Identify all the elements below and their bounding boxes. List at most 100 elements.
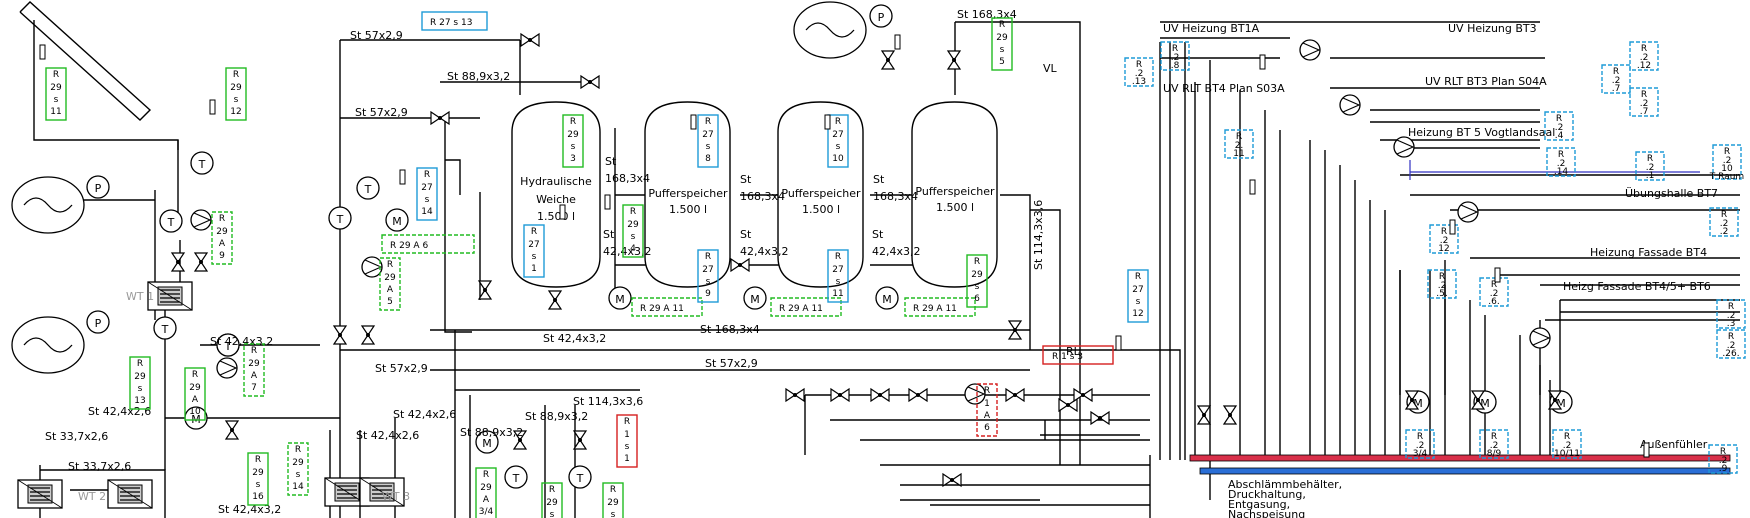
right-tag-t_2_13 xyxy=(1124,57,1154,87)
green-tag-3-line: 29 xyxy=(134,372,146,382)
right-tag-t_2_12a-r: R xyxy=(1641,44,1647,54)
temp-sensor-4 xyxy=(604,194,611,210)
green-tag-7-line: 29 xyxy=(292,458,304,468)
thermometer-2 xyxy=(328,206,352,230)
red-tag-r1s1-line: s xyxy=(625,442,630,452)
right-tag-t_2_11-line: 2. xyxy=(1235,141,1244,151)
valve-h-5-dot xyxy=(878,393,882,397)
blue-tag-1-line: 27 xyxy=(528,240,539,250)
valve-h-4-b xyxy=(838,387,850,403)
valve-v-3 xyxy=(360,325,376,337)
pipe-vl-main xyxy=(1030,209,1061,465)
red-tag-r1s1-line: 1 xyxy=(624,430,630,440)
hydraulic-title-2: Weiche xyxy=(536,193,576,206)
green-tag-10 xyxy=(622,204,644,258)
blue-tag-1-r: R xyxy=(531,227,537,237)
valve-v-9-dot xyxy=(952,58,956,62)
green-inline-text-0: R 29 A 6 xyxy=(390,241,428,251)
blue-tag-0-line: 27 xyxy=(421,183,432,193)
wt3-label: WT 3 xyxy=(382,490,410,503)
green-tag-11-line: s xyxy=(975,282,980,292)
pipe-rl-main xyxy=(1030,349,1181,460)
right-tag-t_2_13-r: R xyxy=(1136,60,1142,70)
red-tag-r1s1 xyxy=(616,414,638,468)
pipe-33 xyxy=(40,469,166,518)
right-tag-t_2_6-r: R xyxy=(1491,280,1497,290)
right-tag-t_2_10-line: T Raum xyxy=(1709,172,1744,182)
valve-h-3-dot xyxy=(793,393,797,397)
right-tag-t_2_12b-line: .2 xyxy=(1440,236,1449,246)
blue-tag-6-line: 12 xyxy=(1132,309,1143,319)
valve-v-2-dot xyxy=(338,333,342,337)
outdoor-sensor-label: Außenfühler xyxy=(1640,438,1708,451)
motor-7-label: M xyxy=(1480,397,1490,410)
green-tag-7-line: 14 xyxy=(292,482,304,492)
temp-sensor-0 xyxy=(39,44,46,60)
pipe-label-0: St 57x2,9 xyxy=(350,29,403,42)
temp-sensor-6 xyxy=(824,114,831,130)
valve-h-0 xyxy=(520,32,532,48)
blue-tag-1-line: 1 xyxy=(531,264,537,274)
valve-v-8 xyxy=(572,430,588,442)
motor-6-label: M xyxy=(1413,397,1423,410)
right-tag-t_a_1011-r: R xyxy=(1564,432,1570,442)
green-inline-tag-3 xyxy=(904,297,976,317)
thermometer-1 xyxy=(159,209,183,233)
blue-tag-4 xyxy=(827,114,849,168)
green-tag-5-line: 7 xyxy=(251,383,257,393)
right-tag-t_2_1 xyxy=(1635,151,1665,181)
pipe-label-23: St 42,4x2,6 xyxy=(356,429,419,442)
motor-0-label: M xyxy=(392,215,402,228)
motor-2 xyxy=(743,286,767,310)
valve-v-11-dot xyxy=(1202,413,1206,417)
thermometer-3-label: T xyxy=(364,183,372,196)
green-tag-1-line: 29 xyxy=(230,83,242,93)
green-tag-4-line: A xyxy=(192,395,199,405)
green-tag-6-r: R xyxy=(255,455,261,465)
thermometer-7-label: T xyxy=(512,472,520,485)
blue-tag-3 xyxy=(697,249,719,303)
valve-v-9 xyxy=(946,50,962,62)
return-manifold xyxy=(1199,467,1731,475)
green-inline-text-3: R 29 A 11 xyxy=(913,304,957,314)
green-tag-6-line: s xyxy=(256,480,261,490)
right-tag-t_2_1-r: R xyxy=(1647,154,1653,164)
temp-sensor-12 xyxy=(1494,267,1501,283)
valve-v-3-b xyxy=(360,333,376,345)
green-tag-12-r: R xyxy=(999,20,1005,30)
pipe-label-30: VL xyxy=(1043,62,1058,75)
blue-tag-2-line: 8 xyxy=(705,154,711,164)
green-tag-13-line: 29 xyxy=(480,483,492,493)
hydraulic-title: Hydraulische xyxy=(520,175,592,188)
red-tag-r1s3 xyxy=(1042,345,1114,365)
tank-hydraulic-switch xyxy=(511,101,601,288)
green-tag-12 xyxy=(991,17,1013,71)
blue-tag-4-line: s xyxy=(836,142,841,152)
green-tag-1-r: R xyxy=(233,70,239,80)
right-tag-t_2_12b xyxy=(1429,224,1459,254)
circuit-bt7: Übungshalle BT7 xyxy=(1625,187,1718,200)
green-tag-0-line: s xyxy=(54,95,59,105)
valve-h-12 xyxy=(1073,387,1085,403)
pressure-gauge-3-label: P xyxy=(878,11,885,24)
valve-v-0-b xyxy=(170,260,186,272)
heat-exchanger-wt2-b-diag xyxy=(107,479,153,509)
pipe-label-16: 42,4x3,2 xyxy=(872,245,921,258)
right-tag-t_a_89-line: 8/9 xyxy=(1487,449,1502,459)
green-tag-2-r: R xyxy=(219,214,225,224)
green-tag-3-line: s xyxy=(138,384,143,394)
green-tag-13 xyxy=(475,467,497,518)
valve-h-9-b xyxy=(1098,410,1110,426)
valve-v-3-dot xyxy=(366,333,370,337)
right-tag-t_2_10-line: 10 xyxy=(1721,164,1733,174)
right-tag-t_2_5-line: .2 xyxy=(1438,281,1447,291)
valve-v-0 xyxy=(170,252,186,264)
thermometer-5 xyxy=(153,316,177,340)
pipe-label-18: St 42,4x3,2 xyxy=(543,332,606,345)
green-tag-15-r: R xyxy=(610,485,616,495)
motor-3 xyxy=(875,286,899,310)
right-tag-t_a_1011 xyxy=(1552,429,1582,459)
blue-tag-6 xyxy=(1127,269,1149,323)
right-tag-t_a_1011-line: 10/11 xyxy=(1554,449,1580,459)
temp-sensor-8 xyxy=(1115,335,1122,351)
